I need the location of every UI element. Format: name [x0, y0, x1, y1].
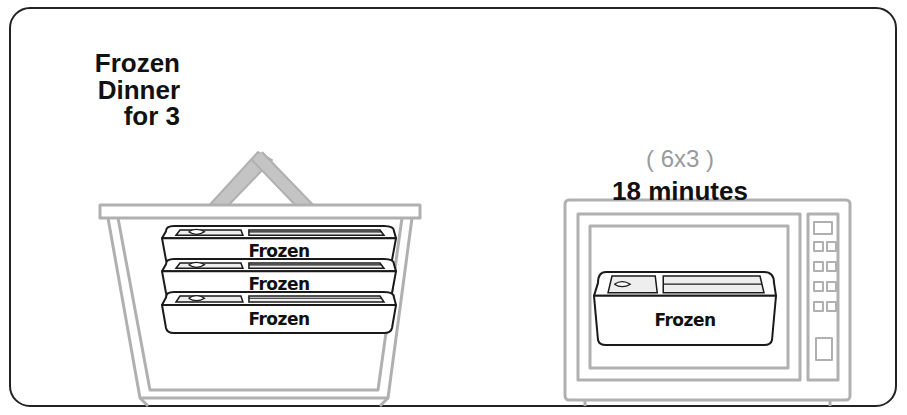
- tray-divider: [249, 264, 382, 265]
- frozen-tray: Frozen: [160, 290, 398, 334]
- tray-compartment: [608, 276, 657, 293]
- tray-compartment: [176, 230, 243, 235]
- tray-rim: [162, 226, 396, 238]
- food-item: [614, 282, 630, 287]
- tray-outline: [594, 272, 776, 345]
- food-item: [189, 296, 205, 301]
- tray-rim: [162, 259, 396, 271]
- formula-label: ( 6x3 ): [580, 145, 780, 174]
- tray-rim: [594, 272, 776, 296]
- tray-compartment: [249, 230, 384, 235]
- tray-rim: [162, 292, 396, 305]
- tray-divider: [249, 231, 382, 232]
- microwave-symbol: [565, 200, 850, 406]
- tray-compartment: [249, 263, 384, 268]
- tray-label: Frozen: [160, 310, 398, 330]
- tray-label: Frozen: [592, 311, 778, 331]
- tray-compartment: [249, 296, 384, 302]
- panel-border: [10, 8, 896, 406]
- frozen-tray: Frozen: [592, 270, 778, 346]
- basket-caption: Frozen Dinner for 3: [68, 50, 180, 130]
- tray-compartment: [176, 263, 243, 268]
- time-label: 18 minutes: [560, 176, 800, 207]
- tray-compartment: [663, 276, 764, 293]
- food-item: [189, 229, 205, 234]
- tray-shape: [592, 270, 778, 346]
- tray-compartment: [176, 296, 243, 302]
- tray-divider: [663, 284, 762, 285]
- food-item: [189, 262, 205, 267]
- tray-divider: [249, 298, 382, 299]
- basket-symbol: [100, 152, 420, 406]
